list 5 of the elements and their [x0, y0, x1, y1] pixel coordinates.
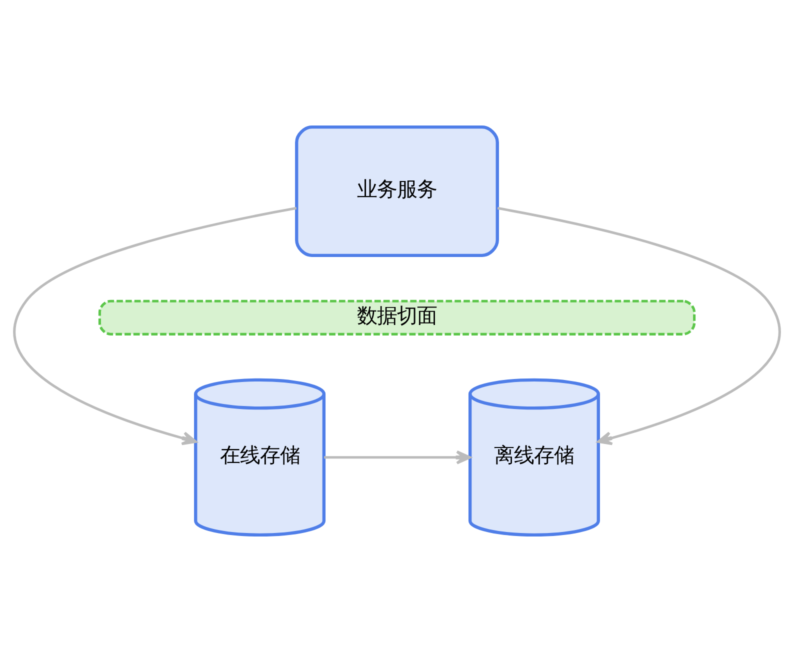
node-box: 业务服务: [295, 126, 499, 257]
arrow: [324, 450, 472, 464]
arrow: [13, 206, 297, 446]
arrow: [497, 206, 781, 446]
node-box: 数据切面: [98, 300, 696, 336]
